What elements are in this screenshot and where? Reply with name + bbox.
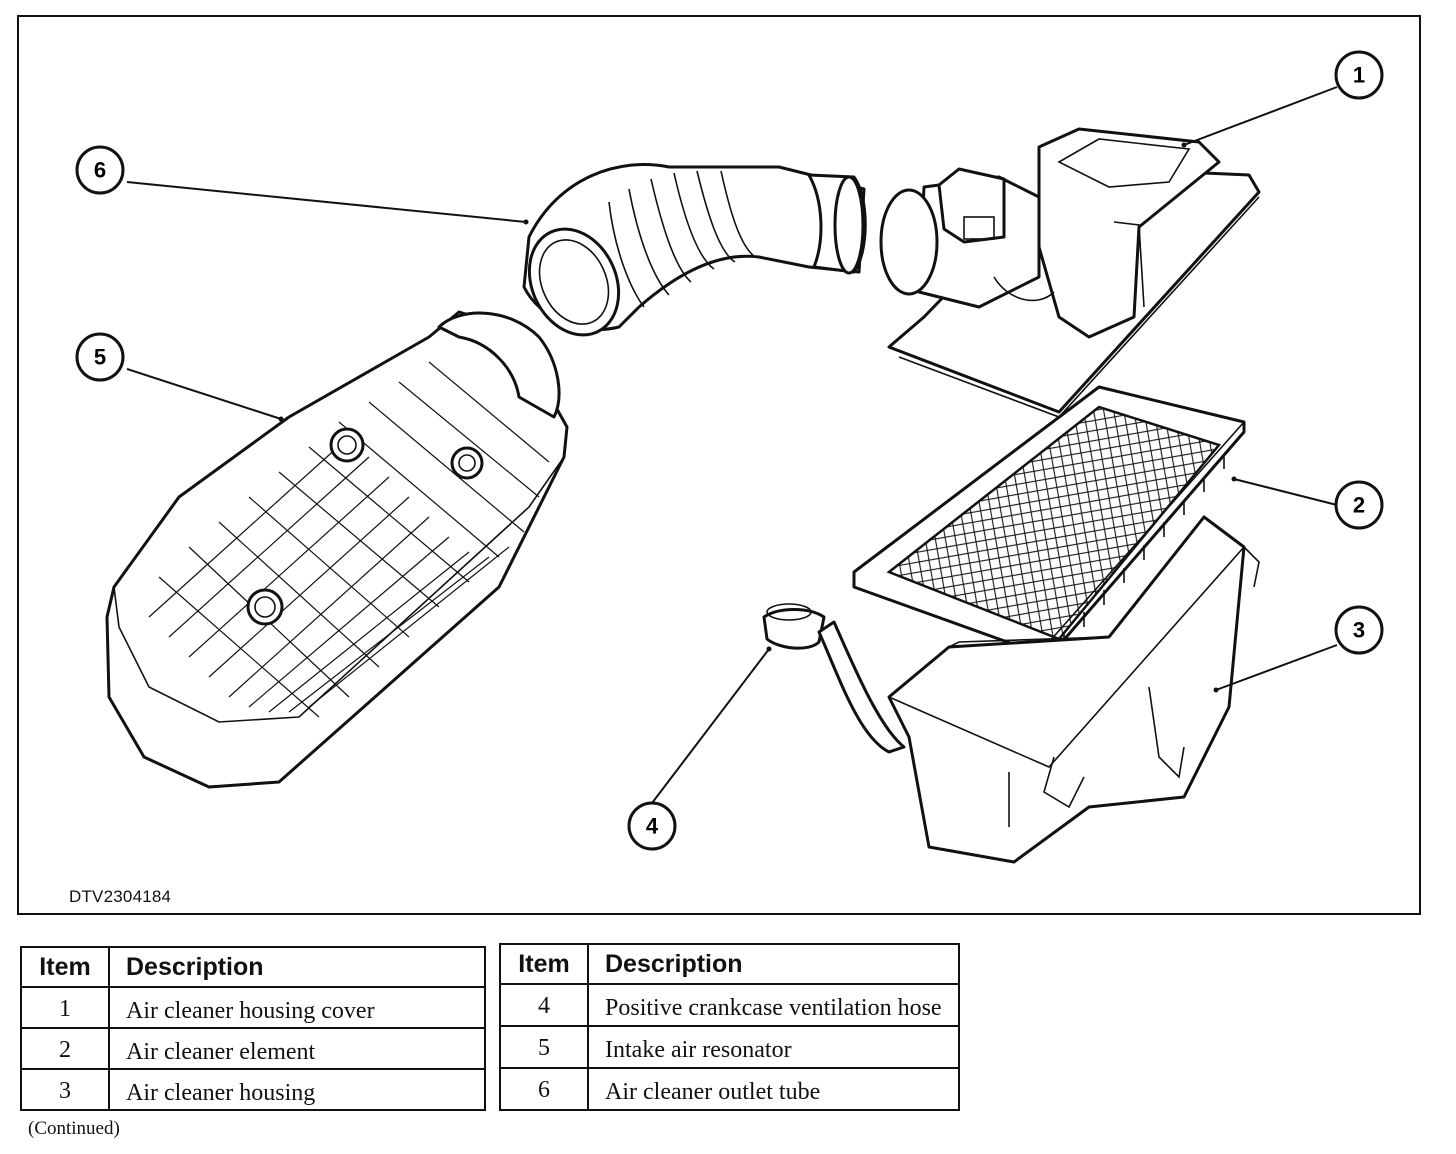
item-description: Intake air resonator	[587, 1025, 960, 1069]
callout-2: 2	[1334, 480, 1384, 530]
svg-text:3: 3	[1353, 618, 1365, 643]
item-description: Positive crankcase ventilation hose	[587, 983, 960, 1027]
svg-text:4: 4	[646, 814, 659, 839]
item-description: Air cleaner element	[108, 1027, 486, 1070]
legend-header-row: Item Description	[499, 943, 960, 985]
intake-air-resonator	[105, 310, 569, 789]
item-number: 3	[20, 1068, 110, 1111]
table-row: 5 Intake air resonator	[499, 1025, 960, 1069]
description-header: Description	[108, 946, 486, 988]
item-header: Item	[499, 943, 589, 985]
item-number: 4	[499, 983, 589, 1027]
figure-frame: 1 2 3 4 5 6 DTV2304184	[17, 15, 1421, 915]
item-number: 2	[20, 1027, 110, 1070]
callout-4: 4	[627, 801, 677, 851]
svg-text:6: 6	[94, 158, 106, 183]
item-description: Air cleaner housing	[108, 1068, 486, 1111]
item-number: 1	[20, 986, 110, 1029]
figure-id-code: DTV2304184	[69, 887, 172, 906]
table-row: 6 Air cleaner outlet tube	[499, 1067, 960, 1111]
leader-lines	[126, 86, 1338, 808]
air-cleaner-outlet-tube	[522, 163, 867, 337]
continued-note: (Continued)	[28, 1118, 120, 1139]
item-number: 6	[499, 1067, 589, 1111]
table-row: 4 Positive crankcase ventilation hose	[499, 983, 960, 1027]
air-cleaner-housing-cover	[879, 127, 1261, 418]
item-number: 5	[499, 1025, 589, 1069]
table-row: 2 Air cleaner element	[20, 1027, 486, 1070]
svg-text:1: 1	[1353, 63, 1365, 88]
table-row: 3 Air cleaner housing	[20, 1068, 486, 1111]
callout-3: 3	[1334, 605, 1384, 655]
item-header: Item	[20, 946, 110, 988]
positive-crankcase-ventilation-hose	[762, 603, 906, 754]
air-cleaner-housing	[887, 515, 1260, 864]
legend-table-left: Item Description 1 Air cleaner housing c…	[20, 946, 486, 1111]
legend-table-right: Item Description 4 Positive crankcase ve…	[499, 943, 960, 1111]
svg-text:5: 5	[94, 345, 106, 370]
callout-1: 1	[1334, 50, 1384, 100]
description-header: Description	[587, 943, 960, 985]
item-description: Air cleaner outlet tube	[587, 1067, 960, 1111]
item-description: Air cleaner housing cover	[108, 986, 486, 1029]
legend-header-row: Item Description	[20, 946, 486, 988]
table-row: 1 Air cleaner housing cover	[20, 986, 486, 1029]
svg-text:2: 2	[1353, 493, 1365, 518]
callout-5: 5	[75, 332, 125, 382]
exploded-parts-drawing: 1 2 3 4 5 6	[75, 50, 1384, 864]
callout-6: 6	[75, 145, 125, 195]
